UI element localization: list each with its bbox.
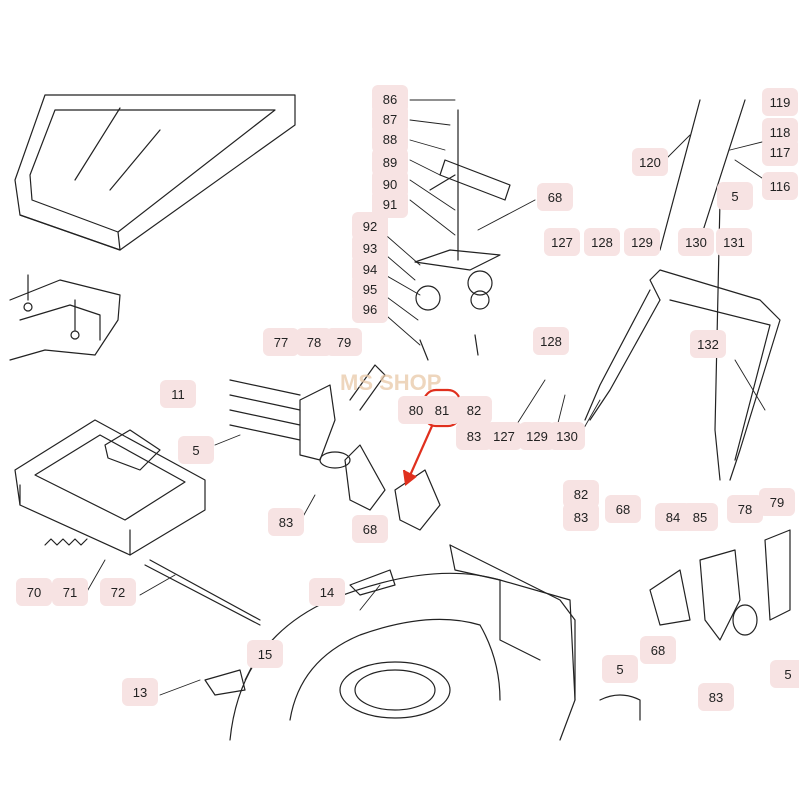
callout-83-bottom: 83 <box>698 683 734 711</box>
callout-78-right: 78 <box>727 495 763 523</box>
callout-15: 15 <box>247 640 283 668</box>
callout-71: 71 <box>52 578 88 606</box>
callout-130-mid: 130 <box>549 422 585 450</box>
callout-5-left: 5 <box>178 436 214 464</box>
callout-79-right: 79 <box>759 488 795 516</box>
callout-77: 77 <box>263 328 299 356</box>
clip-15 <box>204 669 246 696</box>
callout-5-bottom: 5 <box>602 655 638 683</box>
callout-13: 13 <box>122 678 158 706</box>
callout-117: 117 <box>762 138 798 166</box>
callout-68-right: 68 <box>605 495 641 523</box>
callout-119: 119 <box>762 88 798 116</box>
clip-14 <box>349 569 396 596</box>
height-adjust-assembly <box>229 364 441 531</box>
callout-116: 116 <box>762 172 798 200</box>
callout-81: 81 <box>424 396 460 424</box>
callout-128-top: 128 <box>584 228 620 256</box>
callout-11: 11 <box>160 380 196 408</box>
highlight-arrow-line <box>406 425 434 481</box>
callout-128-mid: 128 <box>533 327 569 355</box>
cable-linkage <box>414 109 511 361</box>
callout-132: 132 <box>690 330 726 358</box>
rear-flap <box>14 419 261 626</box>
push-handle <box>584 99 781 481</box>
callout-83-left: 83 <box>268 508 304 536</box>
callout-83-right: 83 <box>563 503 599 531</box>
callout-68-center: 68 <box>352 515 388 543</box>
callout-130-top: 130 <box>678 228 714 256</box>
watermark: MS SHOP <box>340 370 442 395</box>
callout-127-top: 127 <box>544 228 580 256</box>
callout-120: 120 <box>632 148 668 176</box>
rear-frame-piece <box>9 274 121 361</box>
callout-131: 131 <box>716 228 752 256</box>
callout-72: 72 <box>100 578 136 606</box>
highlight-arrow-head <box>402 469 417 487</box>
wheel-bracket-right <box>599 529 791 721</box>
grass-bag-frame <box>14 94 296 251</box>
callout-70: 70 <box>16 578 52 606</box>
callout-79: 79 <box>326 328 362 356</box>
callout-5-bottom-right: 5 <box>770 660 799 688</box>
callout-127-mid: 127 <box>486 422 522 450</box>
callout-68-top: 68 <box>537 183 573 211</box>
callout-91: 91 <box>372 190 408 218</box>
callout-82: 82 <box>456 396 492 424</box>
callout-5-top-right: 5 <box>717 182 753 210</box>
spring-part <box>44 538 88 546</box>
callout-96: 96 <box>352 295 388 323</box>
callout-14: 14 <box>309 578 345 606</box>
callout-68-bottom: 68 <box>640 636 676 664</box>
callout-85: 85 <box>682 503 718 531</box>
callout-129-top: 129 <box>624 228 660 256</box>
